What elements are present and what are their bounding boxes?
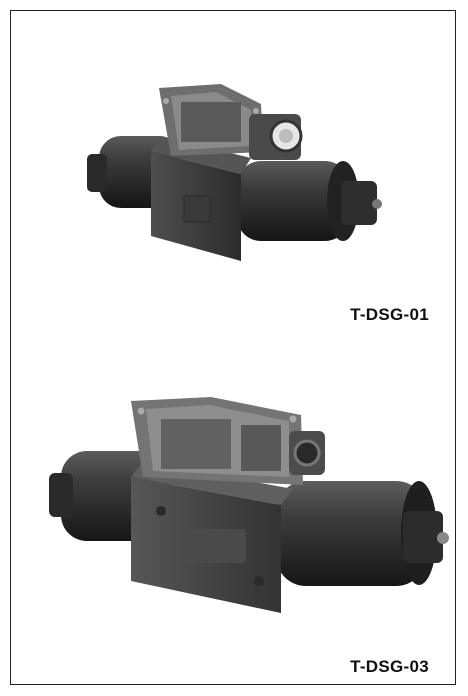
model-label-t-dsg-03: T-DSG-03 xyxy=(350,657,429,676)
model-label-t-dsg-01: T-DSG-01 xyxy=(350,305,429,324)
product-image-t-dsg-01 xyxy=(11,56,455,276)
product-sheet: T-DSG-01 xyxy=(10,10,456,685)
product-image-t-dsg-03 xyxy=(11,381,455,621)
